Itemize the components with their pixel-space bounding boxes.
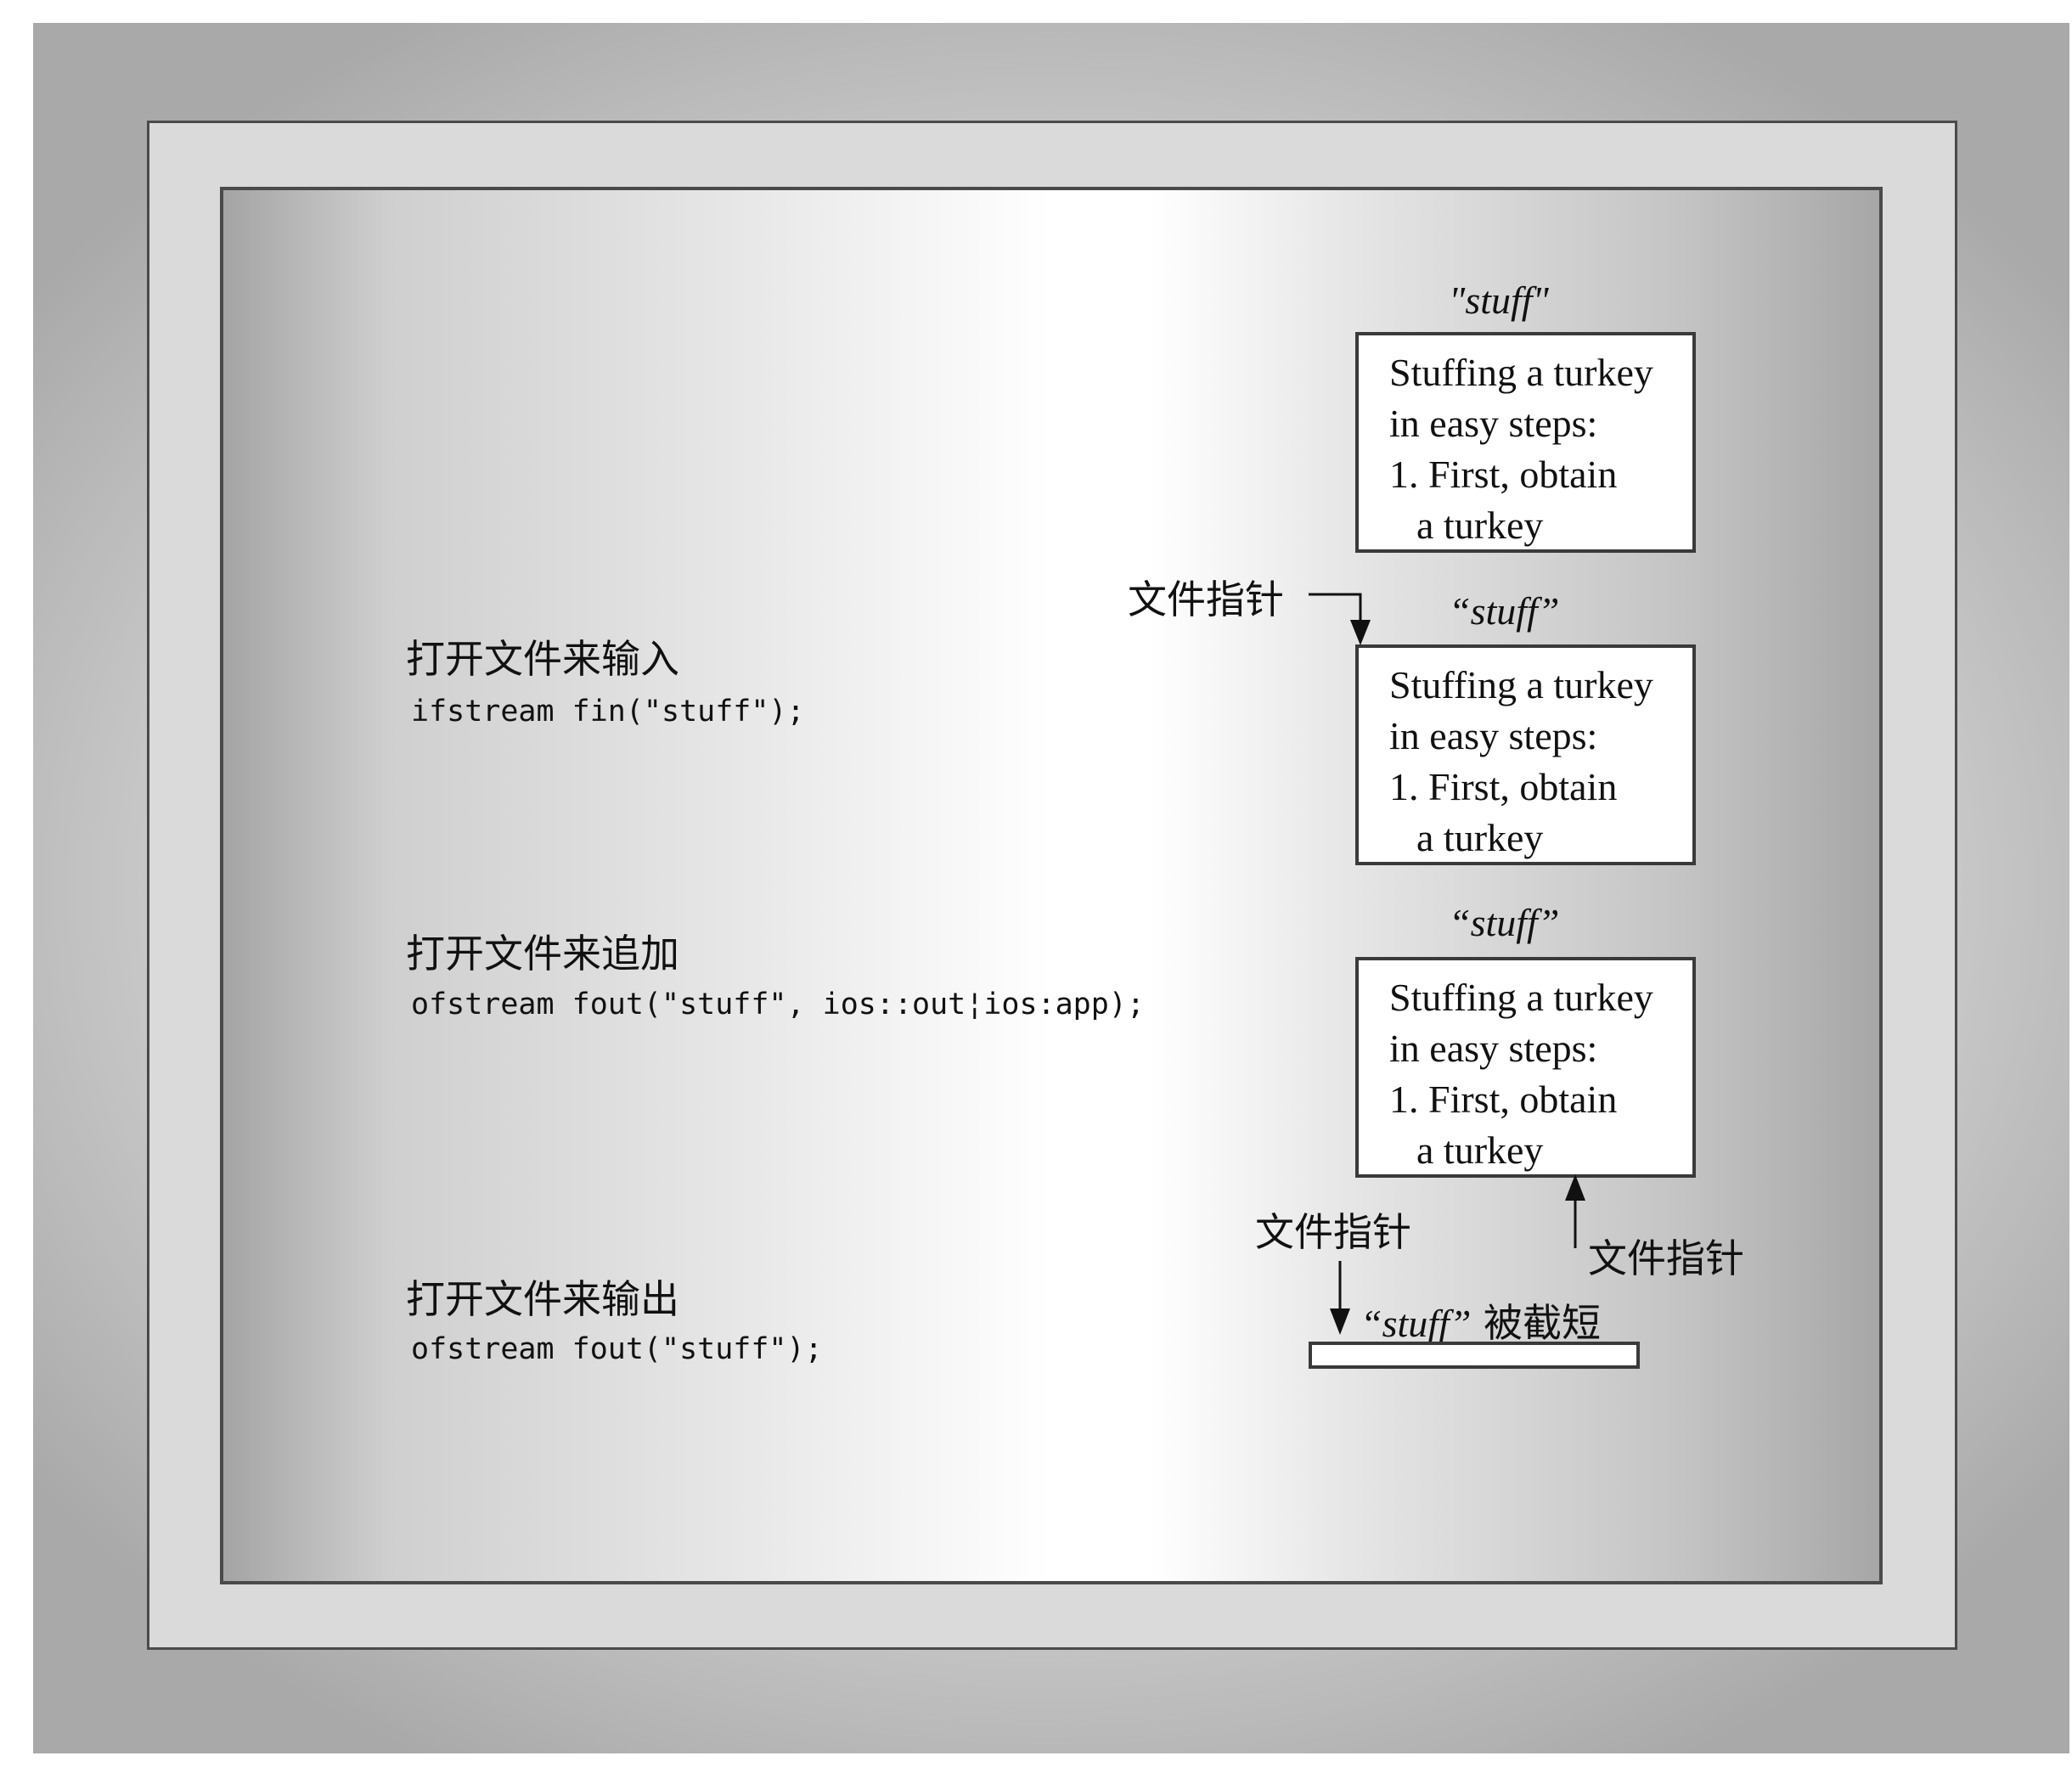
truncated-suffix: 被截短 [1484,1300,1602,1346]
file-box-2: Stuffing a turkey in easy steps: 1. Firs… [1355,644,1696,865]
code-open-input: ifstream fin("stuff"); [411,695,805,729]
file-pointer-label-append: 文件指针 [1588,1235,1744,1281]
file-title-2: “stuff” [1449,589,1560,633]
truncated-file-box [1309,1342,1640,1369]
file-line: in easy steps: [1389,1027,1598,1070]
file-line: Stuffing a turkey [1389,351,1653,394]
file-line: Stuffing a turkey [1389,663,1653,706]
code-open-append: ofstream fout("stuff", ios::out¦ios:app)… [411,988,1145,1021]
file-line: Stuffing a turkey [1389,976,1653,1019]
truncated-caption: “stuff” 被截短 [1360,1292,1601,1348]
file-box-3: Stuffing a turkey in easy steps: 1. Firs… [1355,957,1696,1178]
file-line: in easy steps: [1389,402,1598,445]
heading-open-input: 打开文件来输入 [406,636,679,682]
heading-open-append: 打开文件来追加 [406,931,679,976]
heading-open-output: 打开文件来输出 [406,1276,679,1322]
file-line: 1. First, obtain [1389,765,1618,808]
truncated-file-name: “stuff” [1360,1302,1472,1345]
file-line: a turkey [1416,504,1544,547]
file-line: 1. First, obtain [1389,1078,1618,1121]
file-pointer-label-output: 文件指针 [1255,1209,1411,1255]
file-line: in easy steps: [1389,714,1598,757]
code-open-output: ofstream fout("stuff"); [411,1332,823,1366]
file-line: 1. First, obtain [1389,453,1618,496]
file-pointer-label-input: 文件指针 [1128,577,1284,622]
file-title-1: "stuff" [1449,279,1549,322]
file-title-3: “stuff” [1449,901,1560,944]
file-line: a turkey [1416,816,1544,859]
file-line: a turkey [1416,1128,1544,1172]
file-box-1: Stuffing a turkey in easy steps: 1. Firs… [1355,332,1696,553]
